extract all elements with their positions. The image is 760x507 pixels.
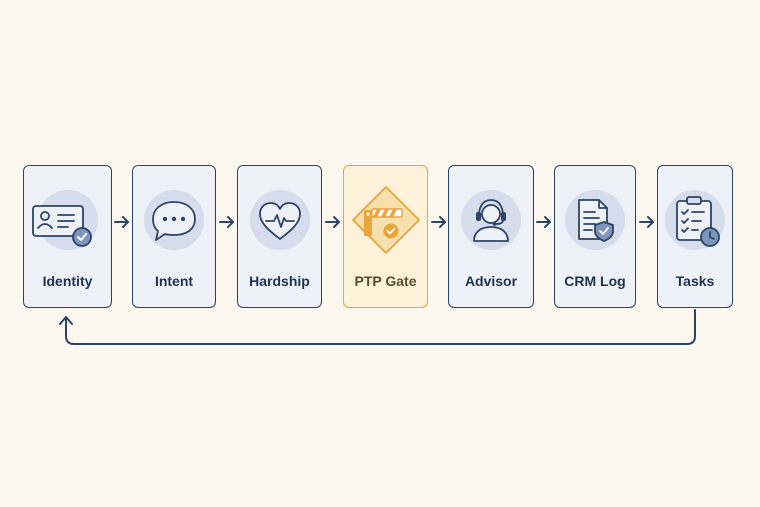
step-label: Tasks xyxy=(675,273,715,289)
step-label: Identity xyxy=(42,273,93,289)
step-card-identity[interactable]: Identity xyxy=(23,165,112,308)
step-card-hardship[interactable]: Hardship xyxy=(237,165,322,308)
arrow-hardship-ptp xyxy=(325,216,340,228)
arrow-advisor-crm xyxy=(536,216,551,228)
clipboard-checklist-icon xyxy=(676,196,720,247)
arrow-intent-hardship xyxy=(219,216,234,228)
arrow-identity-intent xyxy=(114,216,129,228)
step-label: Hardship xyxy=(249,273,310,289)
step-card-advisor[interactable]: Advisor xyxy=(448,165,534,308)
document-shield-icon xyxy=(578,199,614,242)
barrier-gate-icon xyxy=(351,186,420,254)
headset-agent-icon xyxy=(473,199,509,242)
arrow-crm-tasks xyxy=(639,216,654,228)
arrow-ptp-advisor xyxy=(431,216,446,228)
heart-pulse-icon xyxy=(258,202,301,240)
step-card-crm-log[interactable]: CRM Log xyxy=(554,165,636,308)
step-card-intent[interactable]: Intent xyxy=(132,165,216,308)
loop-back-arrow xyxy=(59,309,696,345)
step-label: CRM Log xyxy=(564,273,626,289)
step-label: Advisor xyxy=(464,273,518,289)
step-card-ptp-gate[interactable]: PTP Gate xyxy=(343,165,428,308)
id-card-check-icon xyxy=(31,205,92,247)
step-label: PTP Gate xyxy=(354,273,417,289)
step-label: Intent xyxy=(154,273,194,289)
chat-bubble-icon xyxy=(152,201,196,241)
step-card-tasks[interactable]: Tasks xyxy=(657,165,733,308)
